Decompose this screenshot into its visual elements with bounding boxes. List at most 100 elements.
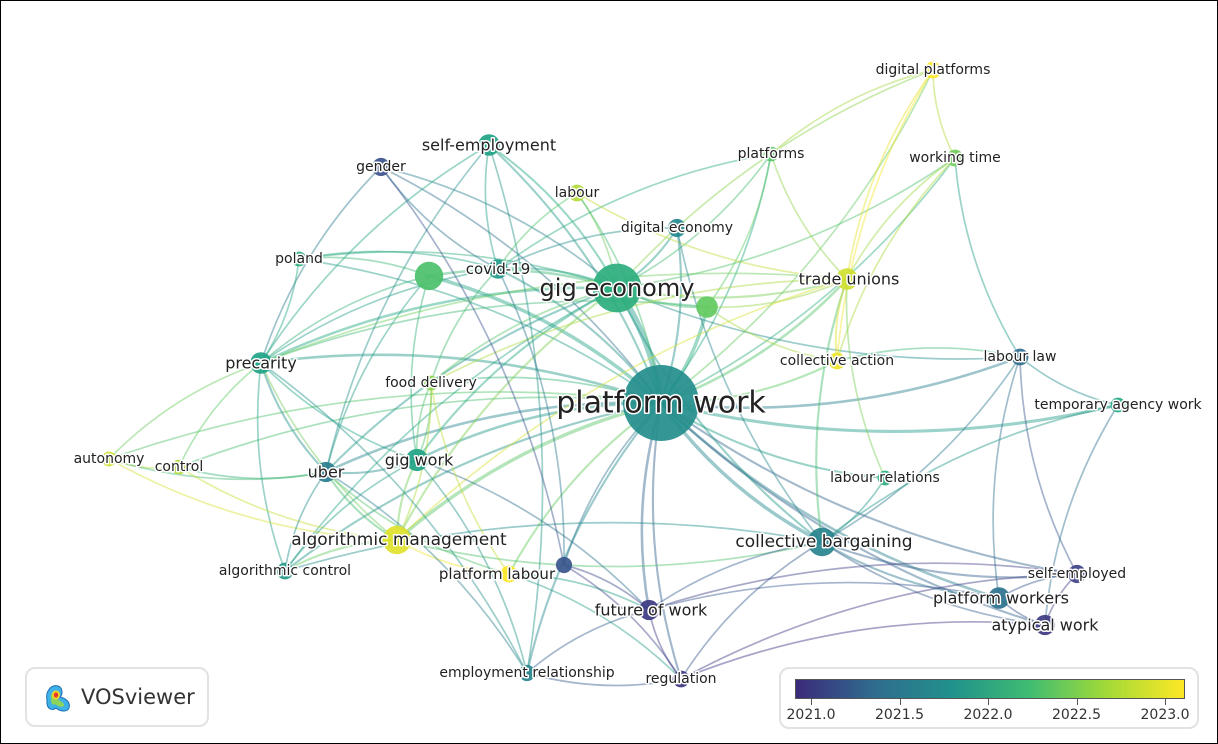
network-edge [178,466,398,541]
node-autonomy[interactable] [101,451,117,467]
network-edge [648,541,823,611]
network-edge [260,300,708,364]
node-label-platforms[interactable]: platforms [736,145,806,164]
node-label-poland[interactable]: poland [274,250,325,269]
network-edge [416,459,528,674]
node-labour-relations[interactable] [877,470,893,486]
node-platform-labour[interactable] [500,565,518,583]
node-label-collective-bargaining[interactable]: collective bargaining [734,531,914,554]
network-nodes [101,61,1126,688]
network-edge [616,153,772,289]
node-label-autonomy[interactable]: autonomy [72,450,146,469]
node-label-regulation[interactable]: regulation [644,670,718,689]
node-label-atypical-work[interactable]: atypical work [990,614,1101,636]
node-label-platform-work[interactable]: platform work [555,384,768,422]
network-edge [325,471,528,674]
node-label-uber[interactable]: uber [306,461,346,483]
node-label-algorithmic-management[interactable]: algorithmic management [290,529,509,552]
node-gig-work[interactable] [405,448,429,472]
network-edge [108,458,398,541]
node-label-precarity[interactable]: precarity [224,352,299,374]
node-collective-bargaining[interactable] [807,527,837,557]
node-control[interactable] [171,459,187,475]
node-label-labour-relations[interactable]: labour relations [829,469,942,488]
vosviewer-brand-name: VOSviewer [81,685,195,709]
node-label-gig-economy[interactable]: gig economy [538,273,696,304]
network-edge [395,401,662,542]
node-platform-work[interactable] [623,365,699,441]
node-self-employed[interactable] [1067,564,1087,584]
node-future-of-work[interactable] [638,599,660,621]
node-digital-platforms[interactable] [924,61,942,79]
legend-tick-label: 2023.0 [1140,707,1190,723]
network-edge [497,192,578,270]
node-unlabeled-a[interactable] [414,261,444,291]
network-edge [298,250,618,289]
node-label-trade-unions[interactable]: trade unions [797,268,901,290]
network-edge [821,540,1078,579]
network-edge [260,286,618,365]
node-label-self-employment[interactable]: self-employment [420,134,557,156]
node-precarity[interactable] [250,352,272,374]
node-poland[interactable] [291,251,307,267]
node-atypical-work[interactable] [1034,614,1056,636]
network-edge [108,458,327,481]
network-edge [660,157,956,404]
node-working-time[interactable] [946,149,964,167]
network-edge [410,275,430,461]
node-temporary-agency-work[interactable] [1110,397,1126,413]
network-edge [660,402,1046,627]
network-edge [845,278,886,479]
network-edge [821,541,1000,600]
network-edge [298,258,662,404]
node-label-algorithmic-control[interactable]: algorithmic control [217,562,352,581]
node-collective-action[interactable] [828,352,846,370]
node-label-temporary-agency-work[interactable]: temporary agency work [1033,396,1204,415]
node-platforms[interactable] [763,146,779,162]
node-unlabeled-c[interactable] [555,556,573,574]
node-labour-law[interactable] [1011,348,1029,366]
node-label-covid-19[interactable]: covid-19 [464,259,532,280]
node-label-gender[interactable]: gender [355,158,408,177]
node-label-platform-labour[interactable]: platform labour [437,564,557,585]
node-label-control[interactable]: control [153,458,205,477]
node-label-collective-action[interactable]: collective action [778,352,895,371]
node-label-platform-workers[interactable]: platform workers [932,587,1071,609]
node-platform-workers[interactable] [988,587,1010,609]
network-edge [260,362,398,541]
network-edge [380,166,618,289]
node-digital-economy[interactable] [667,218,687,238]
node-algorithmic-management[interactable] [382,525,412,555]
node-covid-19[interactable] [488,259,508,279]
network-edge [576,192,848,280]
node-label-future-of-work[interactable]: future of work [593,599,709,621]
node-label-gig-work[interactable]: gig work [383,449,455,471]
node-uber[interactable] [315,461,337,483]
node-employment-relationship[interactable] [518,664,536,682]
node-labour[interactable] [568,184,586,202]
network-edge [846,157,956,280]
legend-tick-mark [1076,699,1078,705]
node-gig-economy[interactable] [592,263,642,313]
node-label-working-time[interactable]: working time [908,149,1003,168]
node-label-digital-platforms[interactable]: digital platforms [874,61,992,80]
node-trade-unions[interactable] [836,268,858,290]
network-edge [260,258,300,364]
node-self-employment[interactable] [478,134,500,156]
node-algorithmic-control[interactable] [276,562,294,580]
node-label-digital-economy[interactable]: digital economy [619,219,734,238]
node-food-delivery[interactable] [423,375,439,391]
network-edge [616,277,848,299]
node-regulation[interactable] [672,670,690,688]
node-label-labour-law[interactable]: labour law [982,348,1058,367]
node-label-employment-relationship[interactable]: employment relationship [438,664,616,683]
node-gender[interactable] [371,157,391,177]
vosviewer-brand-badge: VOSviewer [25,667,209,727]
node-label-self-employed[interactable]: self-employed [1026,565,1127,584]
node-label-labour[interactable]: labour [553,184,601,203]
node-unlabeled-b[interactable] [696,296,718,318]
node-label-food-delivery[interactable]: food delivery [384,374,479,393]
network-edge [260,353,662,405]
